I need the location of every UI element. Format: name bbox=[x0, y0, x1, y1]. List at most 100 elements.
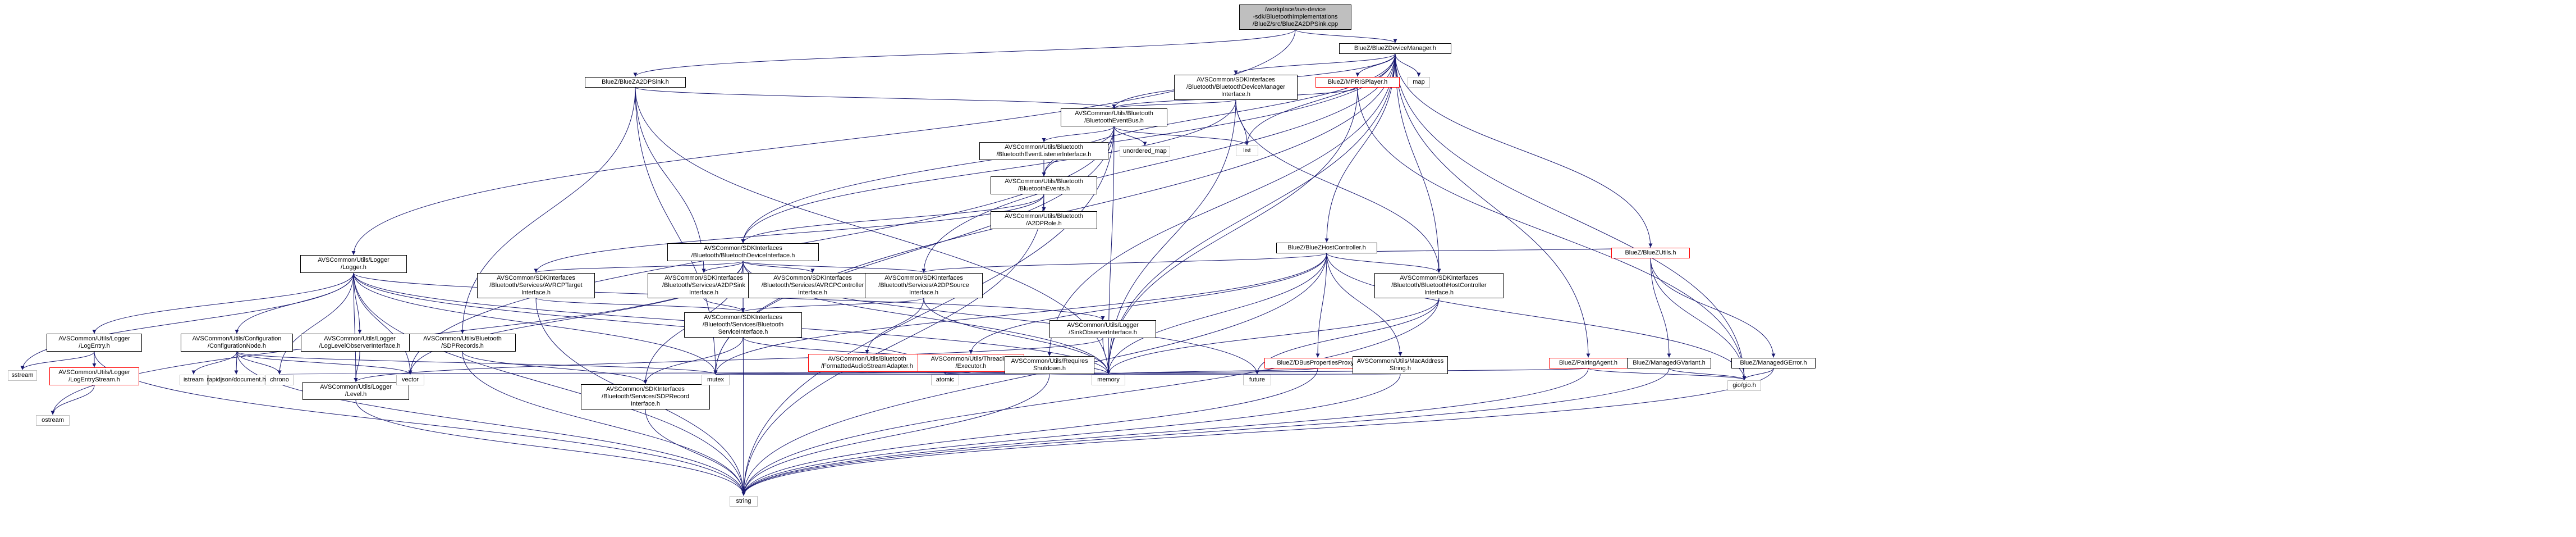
graph-edge-a2dpsource-to-formatted bbox=[865, 298, 924, 354]
graph-edge-sinkobs-to-memory bbox=[1102, 338, 1111, 375]
graph-node-macaddr[interactable]: AVSCommon/Utils/MacAddress String.h bbox=[1353, 356, 1448, 374]
graph-edge-eventbus-to-string bbox=[741, 126, 1115, 496]
graph-node-root: /workplace/avs-device -sdk/BluetoothImpl… bbox=[1239, 4, 1351, 30]
graph-node-logentry[interactable]: AVSCommon/Utils/Logger /LogEntry.h bbox=[47, 334, 142, 352]
graph-node-pairing[interactable]: BlueZ/PairingAgent.h bbox=[1549, 357, 1628, 368]
graph-edge-devif-to-avrcptarget bbox=[534, 261, 744, 273]
graph-edge-devif-to-string bbox=[741, 261, 746, 496]
graph-edge-devmgr-to-sdk_devmgr bbox=[1234, 53, 1396, 75]
graph-node-bluezutils[interactable]: BlueZ/BlueZUtils.h bbox=[1611, 247, 1690, 258]
graph-edge-bluezutils-to-managedgvariant bbox=[1650, 258, 1671, 358]
graph-edge-btevents-to-avrcptarget bbox=[534, 194, 1044, 273]
graph-node-label: vector bbox=[402, 376, 419, 383]
graph-node-label: BlueZ/DBusPropertiesProxy.h bbox=[1277, 359, 1359, 366]
graph-node-serviceif[interactable]: AVSCommon/SDKInterfaces /Bluetooth/Servi… bbox=[684, 312, 802, 338]
graph-edge-sdk_devmgr-to-hostctrlif bbox=[1235, 99, 1441, 273]
graph-edge-managedgvariant-to-string bbox=[741, 368, 1670, 496]
graph-edge-hostctrl-to-gio bbox=[1326, 253, 1747, 380]
graph-node-label: AVSCommon/SDKInterfaces /Bluetooth/Servi… bbox=[761, 274, 864, 296]
graph-edge-a2dpsink_h-to-sdprecords bbox=[460, 87, 636, 334]
graph-node-loglevelobs[interactable]: AVSCommon/Utils/Logger /LogLevelObserver… bbox=[301, 334, 419, 352]
graph-edge-confignode-to-chrono bbox=[236, 351, 282, 375]
graph-node-list: list bbox=[1236, 145, 1258, 156]
graph-edge-devmgr-to-list bbox=[1245, 53, 1396, 145]
graph-node-label: BlueZ/BlueZDeviceManager.h bbox=[1354, 44, 1437, 52]
graph-node-future: future bbox=[1243, 374, 1271, 385]
graph-edge-logger-to-sstream bbox=[20, 272, 354, 370]
graph-node-logger[interactable]: AVSCommon/Utils/Logger /Logger.h bbox=[300, 255, 407, 273]
graph-node-ostream: ostream bbox=[36, 415, 70, 426]
graph-node-istream: istream bbox=[180, 374, 208, 385]
graph-node-devif[interactable]: AVSCommon/SDKInterfaces /Bluetooth/Bluet… bbox=[667, 243, 819, 261]
graph-node-label: AVSCommon/Utils/Logger /Logger.h bbox=[318, 257, 389, 271]
graph-node-label: AVSCommon/Utils/Threading /Executor.h bbox=[931, 356, 1011, 370]
graph-edge-logger-to-level bbox=[353, 272, 358, 383]
graph-node-sdk_devmgr[interactable]: AVSCommon/SDKInterfaces /Bluetooth/Bluet… bbox=[1174, 74, 1298, 100]
graph-node-memory: memory bbox=[1092, 374, 1125, 385]
graph-node-hostctrlif[interactable]: AVSCommon/SDKInterfaces /Bluetooth/Bluet… bbox=[1374, 272, 1504, 298]
graph-node-label: mutex bbox=[707, 376, 724, 383]
graph-node-confignode[interactable]: AVSCommon/Utils/Configuration /Configura… bbox=[181, 334, 293, 352]
graph-edge-logger-to-logentry bbox=[92, 272, 354, 334]
graph-edge-confignode-to-vector bbox=[236, 351, 412, 375]
graph-node-label: AVSCommon/SDKInterfaces /Bluetooth/Servi… bbox=[702, 313, 784, 335]
graph-node-a2dpsink_h[interactable]: BlueZ/BlueZA2DPSink.h bbox=[585, 76, 686, 88]
graph-node-avrcptarget[interactable]: AVSCommon/SDKInterfaces /Bluetooth/Servi… bbox=[477, 272, 595, 298]
graph-edge-eventbus-to-unordered_map bbox=[1113, 126, 1147, 146]
graph-edge-confignode-to-mutex bbox=[236, 351, 718, 375]
graph-edge-logger-to-chrono bbox=[277, 272, 354, 375]
graph-node-formatted[interactable]: AVSCommon/Utils/Bluetooth /FormattedAudi… bbox=[808, 354, 926, 372]
graph-edge-hostctrl-to-executor bbox=[969, 253, 1327, 354]
graph-node-label: BlueZ/BlueZA2DPSink.h bbox=[602, 78, 669, 85]
graph-edge-a2dpsource-to-serviceif bbox=[741, 298, 924, 312]
graph-edge-confignode-to-istream bbox=[191, 351, 237, 375]
graph-node-a2dprole[interactable]: AVSCommon/Utils/Bluetooth /A2DPRole.h bbox=[991, 211, 1097, 229]
graph-edge-btevents-to-string bbox=[741, 194, 1044, 496]
graph-edge-root-to-a2dpsink_h bbox=[633, 29, 1296, 77]
graph-edge-devmgr-to-hostctrl bbox=[1324, 53, 1396, 243]
graph-node-evlistener[interactable]: AVSCommon/Utils/Bluetooth /BluetoothEven… bbox=[979, 142, 1108, 160]
graph-node-devmgr[interactable]: BlueZ/BlueZDeviceManager.h bbox=[1339, 43, 1451, 54]
graph-node-map: map bbox=[1408, 76, 1430, 88]
graph-edge-hostctrl-to-a2dpsource bbox=[922, 253, 1327, 273]
graph-node-sdprecords[interactable]: AVSCommon/Utils/Bluetooth /SDPRecords.h bbox=[409, 334, 516, 352]
graph-node-sdprecordif[interactable]: AVSCommon/SDKInterfaces /Bluetooth/Servi… bbox=[581, 384, 710, 409]
graph-node-label: AVSCommon/Utils/Bluetooth /FormattedAudi… bbox=[821, 356, 913, 370]
graph-node-label: AVSCommon/Utils/Bluetooth /SDPRecords.h bbox=[423, 335, 502, 349]
graph-node-label: AVSCommon/Utils/Requires Shutdown.h bbox=[1011, 358, 1088, 372]
graph-edge-pairing-to-string bbox=[741, 368, 1589, 496]
graph-node-managedgerror[interactable]: BlueZ/ManagedGError.h bbox=[1731, 357, 1816, 368]
graph-edge-devmgr-to-memory bbox=[1106, 53, 1396, 375]
graph-node-eventbus[interactable]: AVSCommon/Utils/Bluetooth /BluetoothEven… bbox=[1061, 108, 1167, 126]
graph-edge-devif-to-avrcpctrl bbox=[742, 261, 815, 273]
graph-node-level[interactable]: AVSCommon/Utils/Logger /Level.h bbox=[302, 382, 409, 400]
graph-node-label: BlueZ/BlueZHostController.h bbox=[1287, 244, 1366, 251]
graph-edge-devmgr-to-a2dpsource bbox=[922, 53, 1396, 273]
graph-node-label: list bbox=[1243, 147, 1251, 154]
graph-edge-a2dpsink_h-to-a2dpsinkif bbox=[635, 87, 706, 273]
graph-node-label: AVSCommon/Utils/MacAddress String.h bbox=[1356, 358, 1444, 372]
graph-edge-devmgr-to-gio bbox=[1395, 53, 1747, 380]
graph-node-reqshutdown[interactable]: AVSCommon/Utils/Requires Shutdown.h bbox=[1005, 356, 1094, 374]
graph-node-logentrystream[interactable]: AVSCommon/Utils/Logger /LogEntryStream.h bbox=[49, 367, 139, 385]
graph-node-hostctrl[interactable]: BlueZ/BlueZHostController.h bbox=[1276, 242, 1377, 253]
graph-node-a2dpsource[interactable]: AVSCommon/SDKInterfaces /Bluetooth/Servi… bbox=[865, 272, 983, 298]
graph-edge-macaddr-to-string bbox=[741, 374, 1401, 496]
graph-edge-avrcptarget-to-serviceif bbox=[535, 298, 745, 312]
graph-edge-logger-to-mutex bbox=[353, 272, 718, 375]
graph-edge-devmgr-to-hostctrlif bbox=[1395, 53, 1441, 273]
graph-edge-serviceif-to-sdprecordif bbox=[643, 337, 744, 384]
graph-node-mpris[interactable]: BlueZ/MPRISPlayer.h bbox=[1315, 76, 1400, 88]
graph-node-label: chrono bbox=[270, 376, 289, 383]
graph-node-avrcpctrl[interactable]: AVSCommon/SDKInterfaces /Bluetooth/Servi… bbox=[748, 272, 877, 298]
graph-node-unordered_map: unordered_map bbox=[1120, 145, 1170, 157]
graph-node-a2dpsinkif[interactable]: AVSCommon/SDKInterfaces /Bluetooth/Servi… bbox=[648, 272, 760, 298]
graph-edge-managedgvariant-to-gio bbox=[1669, 368, 1747, 380]
graph-node-sinkobs[interactable]: AVSCommon/Utils/Logger /SinkObserverInte… bbox=[1049, 320, 1156, 338]
graph-edge-devif-to-a2dpsource bbox=[742, 261, 926, 273]
graph-node-btevents[interactable]: AVSCommon/Utils/Bluetooth /BluetoothEven… bbox=[991, 176, 1097, 194]
graph-edge-hostctrlif-to-memory bbox=[1106, 298, 1440, 375]
graph-node-managedgvariant[interactable]: BlueZ/ManagedGVariant.h bbox=[1627, 357, 1711, 368]
graph-node-label: AVSCommon/Utils/Logger /LogEntryStream.h bbox=[58, 369, 130, 383]
graph-edge-hostctrl-to-hostctrlif bbox=[1326, 253, 1441, 273]
